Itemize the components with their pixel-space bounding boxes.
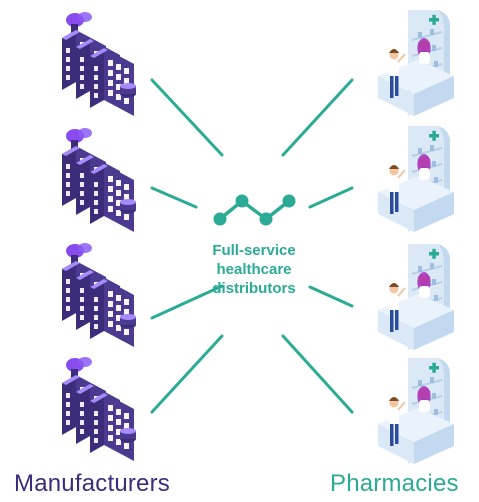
center-label: Full-service healthcare distributors bbox=[180, 241, 328, 298]
network-node bbox=[213, 212, 227, 226]
pharmacies-column bbox=[378, 10, 454, 464]
pharmacy-counter-icon bbox=[378, 126, 454, 232]
network-line bbox=[218, 199, 291, 221]
pharmacies-label: Pharmacies bbox=[330, 470, 459, 497]
factory-icon bbox=[62, 128, 136, 232]
connector-line bbox=[150, 78, 224, 157]
connector-lines bbox=[150, 78, 354, 414]
center-label-line-3: distributors bbox=[212, 280, 296, 297]
connector-line bbox=[150, 284, 224, 320]
connector-line bbox=[150, 186, 198, 209]
factory-icon bbox=[62, 243, 136, 347]
network-node bbox=[282, 194, 296, 208]
manufacturers-label: Manufacturers bbox=[14, 470, 170, 497]
connector-line bbox=[281, 78, 354, 157]
connector-line bbox=[150, 334, 224, 414]
factory-icon bbox=[62, 357, 136, 461]
pharmacy-counter-icon bbox=[378, 10, 454, 116]
factory-icon bbox=[62, 12, 136, 116]
network-node bbox=[259, 212, 273, 226]
center-label-line-1: Full-service bbox=[212, 242, 296, 259]
pharmacy-counter-icon bbox=[378, 244, 454, 350]
network-line-icon bbox=[213, 194, 296, 226]
center-label-line-2: healthcare bbox=[216, 261, 292, 278]
pharmacy-counter-icon bbox=[378, 358, 454, 464]
connector-line bbox=[281, 334, 354, 414]
connector-line bbox=[308, 285, 354, 308]
manufacturers-column bbox=[62, 12, 136, 461]
connector-line bbox=[308, 186, 354, 209]
network-node bbox=[235, 194, 249, 208]
